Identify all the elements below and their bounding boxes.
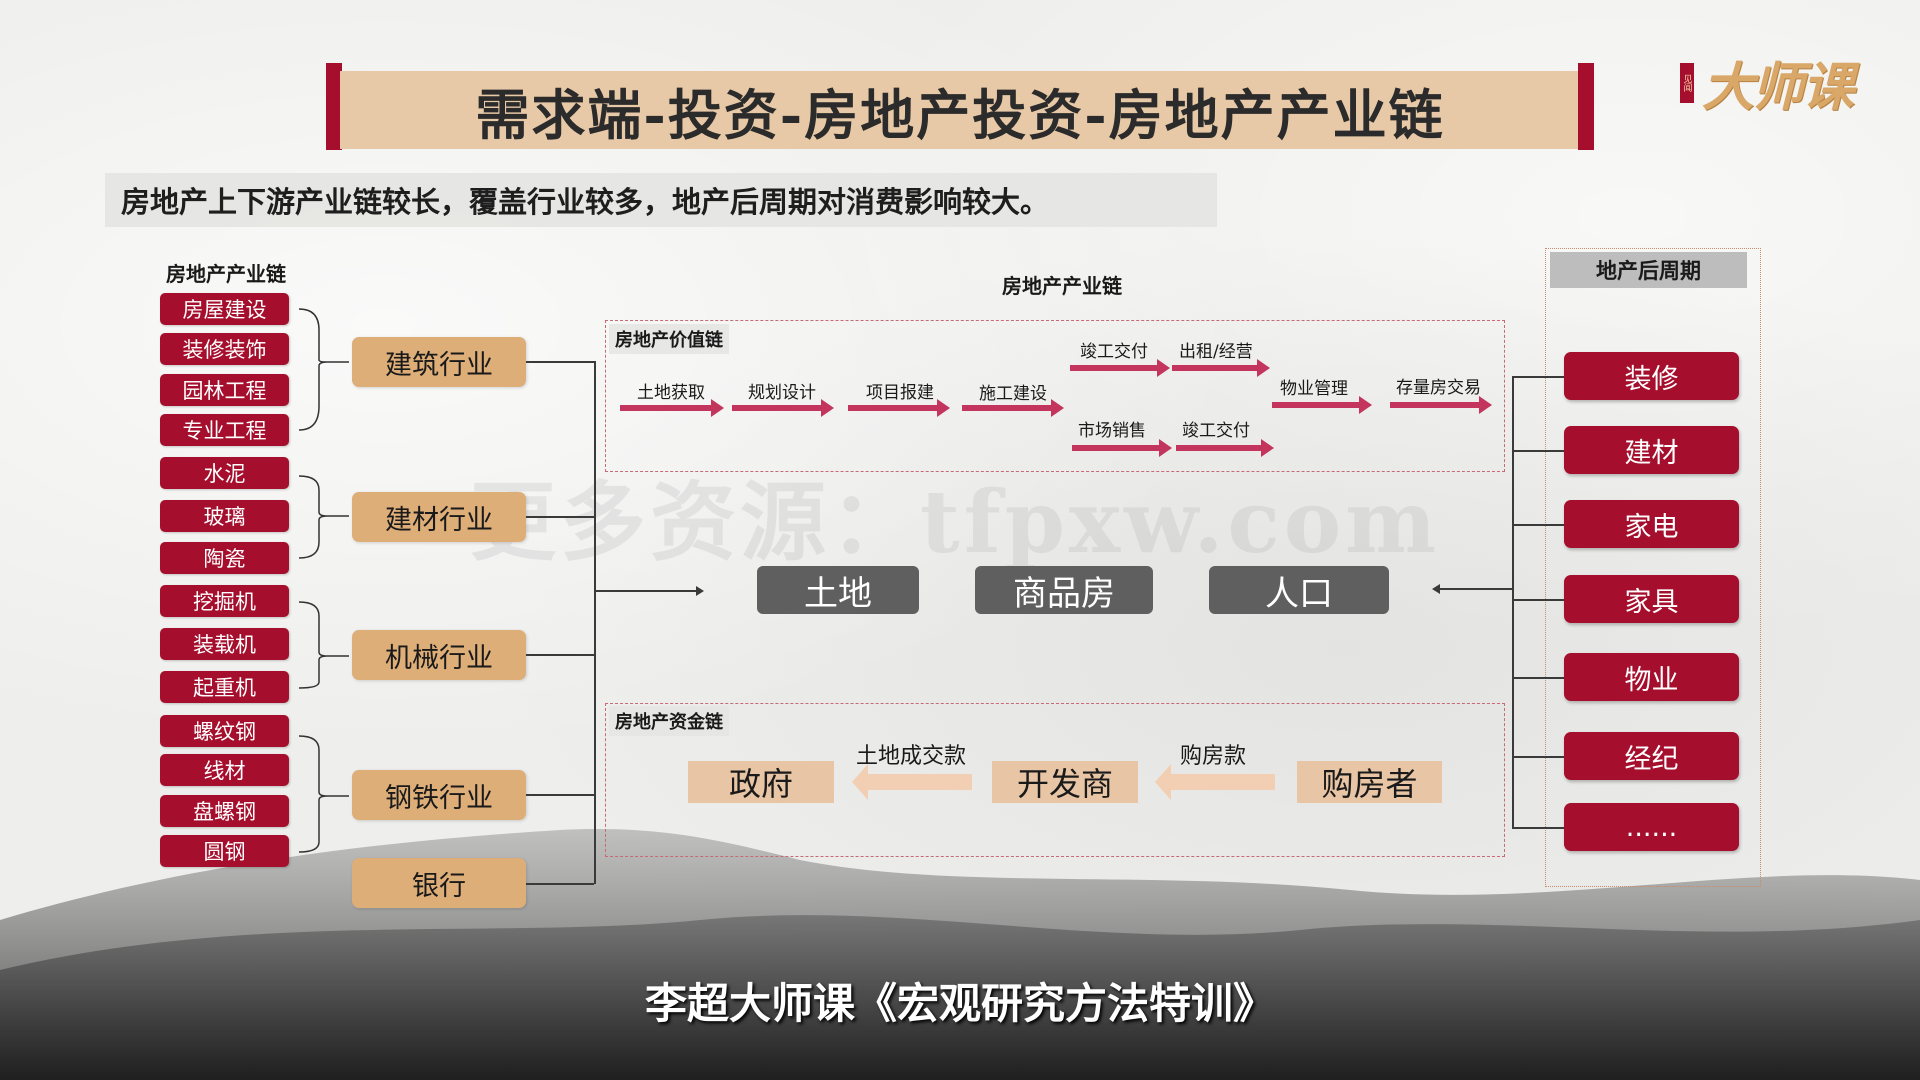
chain-item: 房屋建设 [160,293,289,325]
connector-trunk-right [1512,376,1514,828]
step-label: 施工建设 [979,384,1047,404]
brand-logo: 见闻 大师课 [1680,45,1854,120]
arrow-right-icon [1072,439,1172,457]
connector-trunk [594,361,596,884]
connector-line [1512,677,1564,679]
chain-item: 螺纹钢 [160,715,289,747]
step-label: 物业管理 [1280,379,1348,399]
subtitle: 房地产上下游产业链较长，覆盖行业较多，地产后周期对消费影响较大。 [105,173,1217,227]
post-cycle-item: 装修 [1564,352,1739,400]
step-label: 规划设计 [748,383,816,403]
connector-to-core [594,590,698,592]
value-chain-title: 房地产价值链 [609,324,729,354]
core-commercial-housing: 商品房 [975,566,1153,614]
step-label: 土地获取 [637,383,705,403]
arrow-head-right-icon [696,586,704,596]
chain-item: 园林工程 [160,374,289,406]
chain-item: 专业工程 [160,414,289,446]
entity-homebuyer: 购房者 [1297,761,1442,803]
arrow-right-icon [620,399,724,417]
logo-text: 大师课 [1702,57,1854,118]
connector-line [1512,827,1564,829]
core-population: 人口 [1209,566,1389,614]
arrow-right-icon [1272,396,1372,414]
step-label: 竣工交付 [1080,342,1148,362]
flow-label: 土地成交款 [856,744,967,769]
connector-line [526,654,594,656]
post-cycle-item: ...... [1564,803,1739,851]
arrow-left-icon [852,764,972,800]
arrow-right-icon [1176,439,1274,457]
arrow-right-icon [1070,359,1170,377]
arrow-right-icon [1172,359,1270,377]
step-label: 存量房交易 [1396,378,1481,398]
left-chain-header: 房地产产业链 [166,262,286,286]
chain-item: 陶瓷 [160,542,289,574]
connector-line [1512,599,1564,601]
chain-item: 线材 [160,754,289,786]
chain-item: 挖掘机 [160,585,289,617]
fund-chain-title: 房地产资金链 [609,706,729,736]
chain-item: 玻璃 [160,500,289,532]
post-cycle-item: 家电 [1564,500,1739,548]
arrow-right-icon [1390,396,1492,414]
title-accent-right [1578,63,1594,150]
core-land: 土地 [757,566,919,614]
industry-steel: 钢铁行业 [352,770,526,820]
step-label: 竣工交付 [1182,421,1250,441]
footer-course-title: 李超大师课《宏观研究方法特训》 [644,979,1275,1028]
post-cycle-item: 物业 [1564,653,1739,701]
fund-chain-frame [605,703,1505,857]
logo-seal: 见闻 [1680,62,1694,103]
title-bar [340,71,1580,149]
step-label: 市场销售 [1078,421,1146,441]
center-header: 房地产产业链 [1002,274,1122,298]
arrow-head-left-icon [1432,584,1440,594]
arrow-right-icon [732,399,834,417]
post-cycle-item: 家具 [1564,575,1739,623]
flow-label: 购房款 [1180,744,1247,769]
arrow-right-icon [962,399,1064,417]
chain-item: 装载机 [160,628,289,660]
industry-bank: 银行 [352,858,526,908]
connector-line [526,516,594,518]
post-cycle-item: 经纪 [1564,732,1739,780]
connector-line [526,794,594,796]
post-cycle-frame [1545,248,1761,887]
group-braces [298,308,349,853]
entity-developer: 开发商 [992,761,1138,803]
industry-construction: 建筑行业 [352,337,526,387]
connector-line [1512,376,1564,378]
industry-building-materials: 建材行业 [352,492,526,542]
value-chain-frame [605,320,1505,472]
connector-line [1512,450,1564,452]
post-cycle-header: 地产后周期 [1550,252,1747,288]
connector-line [1514,524,1564,526]
connector-line [526,883,594,885]
industry-machinery: 机械行业 [352,630,526,680]
chain-item: 圆钢 [160,835,289,867]
connector-to-core-right [1440,588,1512,590]
title-accent-left [326,63,342,150]
connector-line [526,361,594,363]
chain-item: 水泥 [160,457,289,489]
chain-item: 装修装饰 [160,333,289,365]
step-label: 项目报建 [866,383,934,403]
page-title: 需求端-投资-房地产投资-房地产产业链 [475,82,1445,147]
post-cycle-item: 建材 [1564,426,1739,474]
chain-item: 起重机 [160,671,289,703]
entity-government: 政府 [688,761,834,803]
step-label: 出租/经营 [1179,342,1253,362]
watermark-text: 更多资源：tfpxw.com [470,472,1441,573]
connector-line [1514,756,1564,758]
arrow-right-icon [848,399,950,417]
arrow-left-icon [1155,764,1275,800]
chain-item: 盘螺钢 [160,795,289,827]
